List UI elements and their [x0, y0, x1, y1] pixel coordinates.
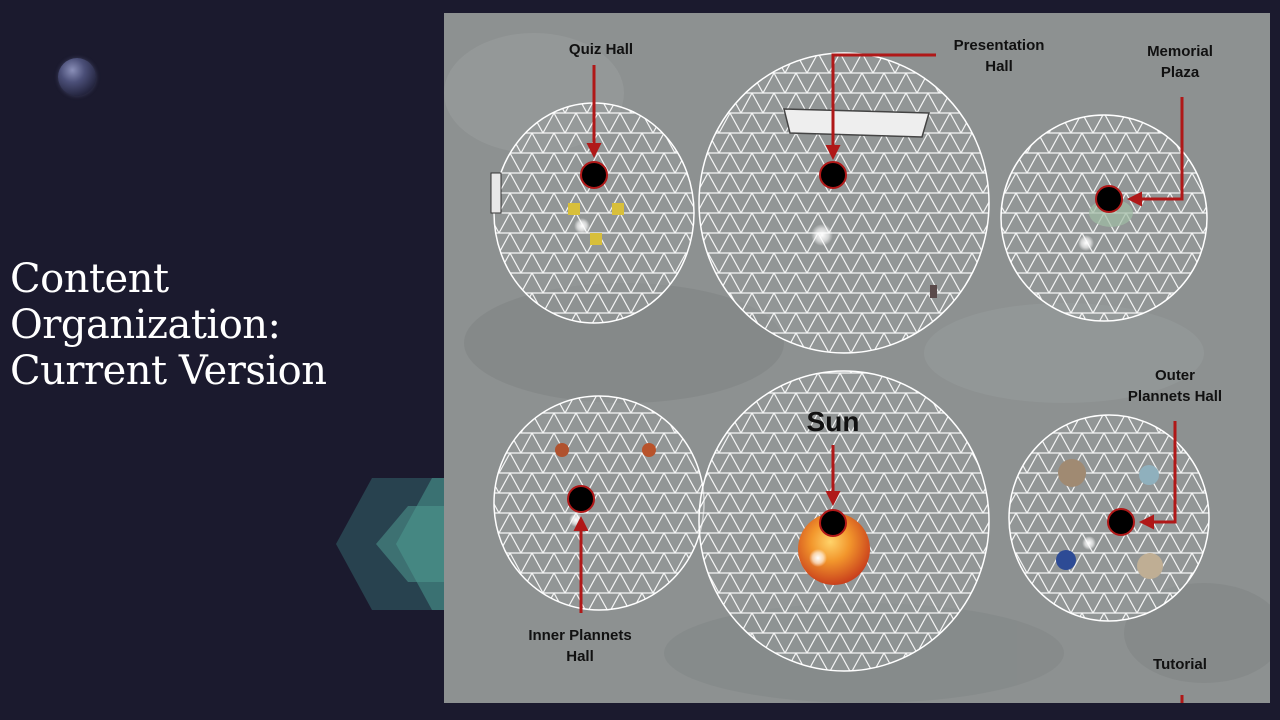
label-memorial-plaza: Memorial Plaza: [1130, 41, 1230, 83]
label-quiz-hall: Quiz Hall: [554, 39, 648, 60]
marker-sun: [819, 509, 847, 537]
marker-memorial: [1095, 185, 1123, 213]
slide-title: Content Organization: Current Version: [10, 256, 440, 394]
label-inner-planets-hall-line-1: Inner Plannets: [528, 627, 632, 644]
dome-presentation-hall: [698, 52, 990, 354]
marker-presentation: [819, 161, 847, 189]
label-presentation-hall-line-2: Hall: [985, 58, 1013, 75]
marker-inner: [567, 485, 595, 513]
dome-quiz-hall: [493, 102, 695, 324]
outer-planets-objects: [1056, 459, 1163, 579]
label-memorial-plaza-line-2: Plaza: [1160, 64, 1200, 81]
label-sun: Sun: [790, 407, 876, 437]
presentation-hall-objects: [783, 108, 937, 298]
label-outer-planets-hall-line-2: Plannets Hall: [1127, 388, 1223, 405]
label-sun-text: Sun: [806, 406, 860, 437]
arrow-presentation: [825, 53, 936, 160]
marker-quiz: [580, 161, 608, 189]
map-canvas: [444, 13, 1270, 703]
decorative-hexagon: [336, 478, 456, 610]
label-presentation-hall-line-1: Presentation: [953, 37, 1045, 54]
arrow-outer: [1139, 421, 1177, 530]
decorative-orb: [58, 58, 96, 96]
quiz-hall-objects: [490, 172, 624, 245]
arrow-memorial: [1127, 97, 1184, 207]
label-inner-planets-hall: Inner Plannets Hall: [510, 625, 650, 667]
label-tutorial-text: Tutorial: [1153, 656, 1207, 673]
slide-title-line-1: Content Organization:: [10, 256, 281, 348]
label-outer-planets-hall: Outer Plannets Hall: [1112, 365, 1238, 407]
marker-outer: [1107, 508, 1135, 536]
location-markers: [567, 161, 1135, 537]
pointer-arrows: [573, 53, 1184, 703]
label-memorial-plaza-line-1: Memorial: [1147, 43, 1213, 60]
label-presentation-hall: Presentation Hall: [934, 35, 1064, 77]
label-inner-planets-hall-line-2: Hall: [566, 648, 594, 665]
sun-model: [798, 513, 870, 585]
slide-title-line-2: Current Version: [10, 348, 327, 394]
virtual-space-map: Quiz Hall Presentation Hall Memorial Pla…: [444, 13, 1270, 703]
sun-hall-objects: [798, 513, 870, 585]
label-quiz-hall-text: Quiz Hall: [568, 41, 634, 58]
label-tutorial: Tutorial: [1140, 654, 1220, 675]
dome-inner-planets-hall: [493, 395, 705, 611]
label-outer-planets-hall-line-1: Outer: [1154, 367, 1195, 384]
